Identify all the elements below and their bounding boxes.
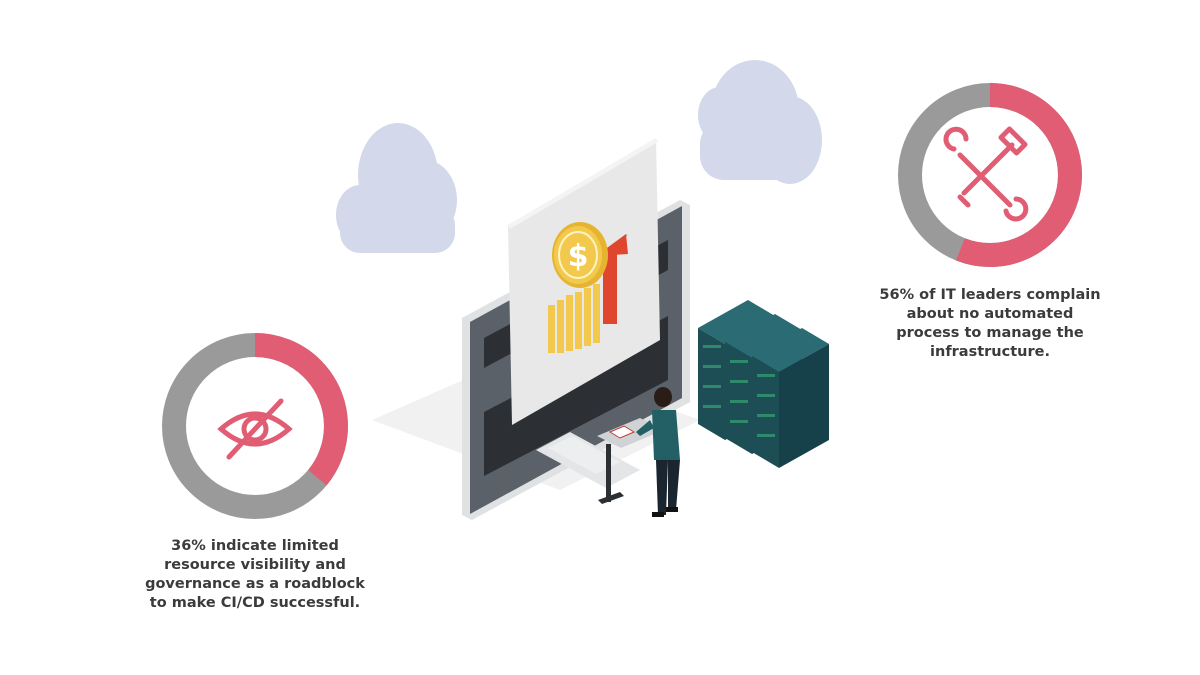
eye-slash-icon: [217, 398, 293, 460]
stat-left-line: to make CI/CD successful.: [149, 595, 361, 611]
ring-fill: [898, 83, 1082, 267]
progress-ring-left: [162, 333, 348, 519]
stat-left-line: 36% indicate limited: [171, 538, 339, 554]
dollar-coin-icon: $: [552, 222, 608, 288]
tools-icon: [943, 126, 1029, 222]
progress-ring-right: [898, 83, 1082, 267]
stat-right-line: process to manage the: [896, 325, 1084, 341]
stat-right-text: 56% of IT leaders complain about no auto…: [870, 286, 1110, 362]
ring-fill: [162, 333, 348, 519]
stat-left: [161, 332, 349, 520]
stat-right-line: about no automated: [906, 306, 1074, 322]
stat-left-text: 36% indicate limited resource visibility…: [140, 537, 370, 613]
cloud-icon-right: [698, 60, 822, 184]
currency-symbol: $: [568, 239, 589, 274]
cloud-icon-left: [336, 123, 457, 253]
person: [636, 387, 680, 517]
server-racks: [698, 300, 829, 468]
coin-bars: [548, 284, 600, 353]
stat-right-line: 56% of IT leaders complain: [879, 287, 1101, 303]
stat-left-line: resource visibility and: [164, 557, 346, 573]
stat-right-line: infrastructure.: [930, 344, 1050, 360]
stat-left-line: governance as a roadblock: [145, 576, 365, 592]
stat-right: [897, 82, 1083, 268]
